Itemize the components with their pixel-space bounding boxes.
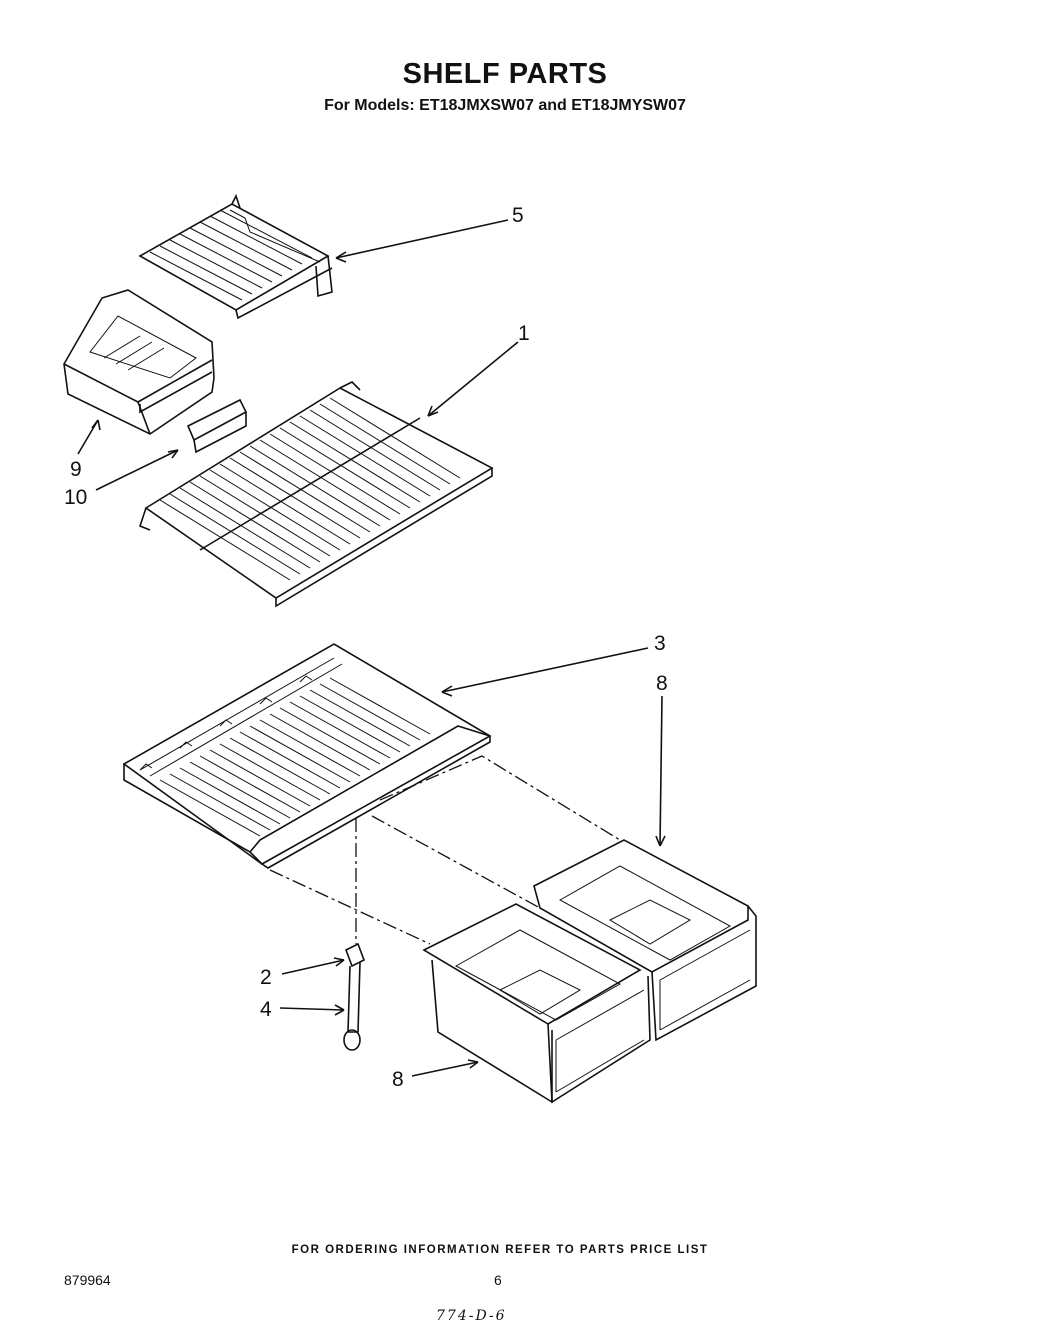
callout-8-upper: 8	[656, 672, 668, 695]
part-1-wire-shelf	[139, 381, 494, 608]
callout-2: 2	[260, 966, 272, 989]
part-3-glass-shelf	[122, 643, 492, 869]
ordering-note: FOR ORDERING INFORMATION REFER TO PARTS …	[291, 1244, 709, 1256]
part-2-4-support	[343, 942, 366, 1051]
page-number: 6	[494, 1272, 502, 1288]
callout-4: 4	[260, 998, 272, 1021]
part-5-wire-shelf	[138, 193, 333, 320]
callout-5: 5	[512, 204, 524, 227]
model-subtitle: For Models: ET18JMXSW07 and ET18JMYSW07	[324, 97, 686, 114]
page-title: SHELF PARTS	[402, 58, 608, 90]
assembly-lines	[269, 755, 621, 945]
part-8-drawers	[422, 839, 757, 1104]
part-9-bin	[63, 289, 215, 435]
callout-3: 3	[654, 632, 666, 655]
handwritten-note: 774-D-6	[436, 1308, 507, 1324]
callout-9: 9	[70, 458, 82, 481]
callout-8-lower: 8	[392, 1068, 404, 1091]
part-10-clip	[186, 398, 248, 454]
leader-lines	[77, 219, 666, 1077]
callout-1: 1	[518, 322, 530, 345]
document-number: 879964	[64, 1272, 111, 1288]
callout-10: 10	[64, 486, 87, 509]
